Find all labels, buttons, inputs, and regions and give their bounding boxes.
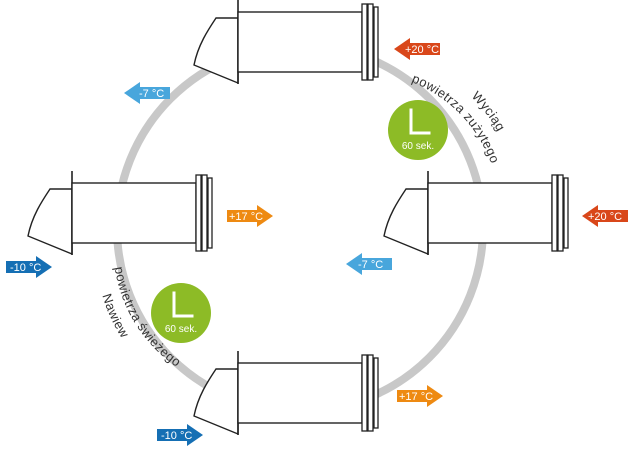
svg-text:+17 °C: +17 °C xyxy=(229,211,263,223)
arrow-left-supply-out: +17 °C xyxy=(227,205,273,227)
svg-text:+20 °C: +20 °C xyxy=(405,44,439,56)
ventilator-right xyxy=(383,170,569,256)
svg-text:60 sek.: 60 sek. xyxy=(402,141,434,152)
timer-upper: 60 sek. xyxy=(388,100,448,160)
arrow-left-intake: -10 °C xyxy=(6,256,52,278)
svg-text:+17 °C: +17 °C xyxy=(399,391,433,403)
svg-text:60 sek.: 60 sek. xyxy=(165,324,197,335)
svg-text:-7 °C: -7 °C xyxy=(139,88,164,100)
svg-text:+20 °C: +20 °C xyxy=(588,211,622,223)
svg-text:-10 °C: -10 °C xyxy=(161,430,192,442)
arrow-bottom-intake: -10 °C xyxy=(157,424,203,446)
clock-icon xyxy=(172,291,194,318)
timer-lower: 60 sek. xyxy=(151,283,211,343)
svg-text:-7 °C: -7 °C xyxy=(358,259,383,271)
arrow-right-out: -7 °C xyxy=(346,253,392,275)
arrow-top-right-in: +20 °C xyxy=(394,38,440,60)
ventilator-bottom xyxy=(193,350,379,436)
svg-text:-10 °C: -10 °C xyxy=(10,262,41,274)
arrow-bottom-out: +17 °C xyxy=(397,385,443,407)
clock-icon xyxy=(409,108,431,135)
ventilator-top xyxy=(193,0,379,85)
arrow-top-left-out: -7 °C xyxy=(124,82,170,104)
arrow-right-in: +20 °C xyxy=(582,205,628,227)
ventilator-left xyxy=(27,170,213,256)
